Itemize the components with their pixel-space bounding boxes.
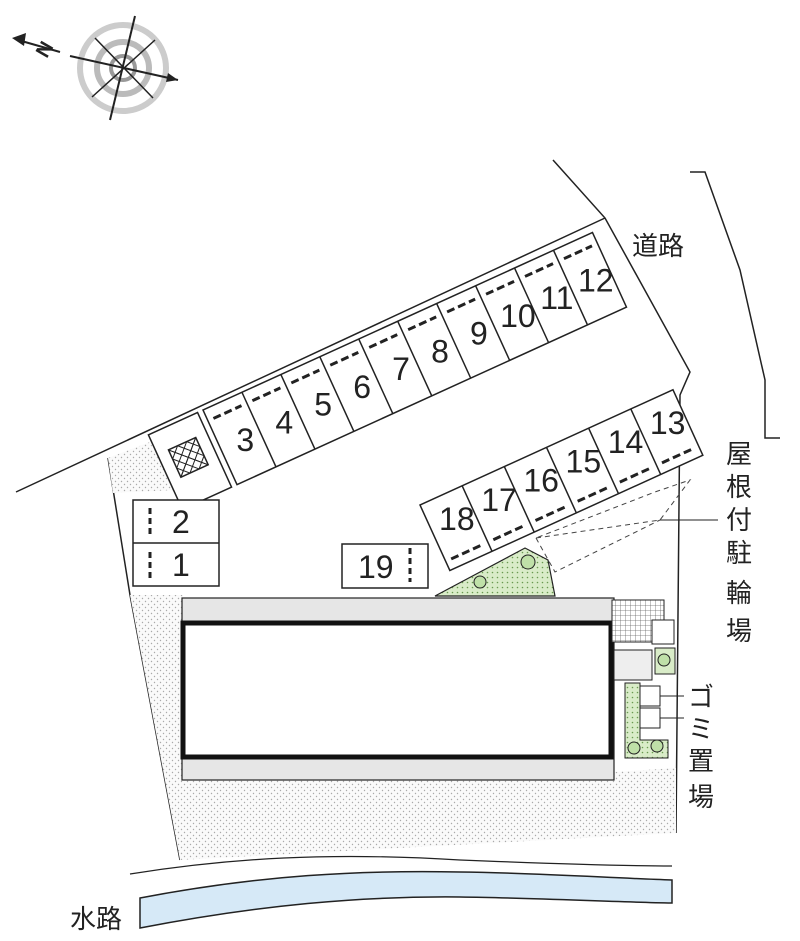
north-arrow: N <box>12 33 61 62</box>
parking-left: 2 1 <box>132 499 220 587</box>
parking-space-18: 18 <box>439 501 475 537</box>
parking-space-17: 17 <box>481 482 517 518</box>
svg-text:付: 付 <box>726 506 752 536</box>
north-label: N <box>32 38 58 62</box>
svg-text:駐: 駐 <box>726 539 752 569</box>
parking-space-7: 7 <box>392 351 410 387</box>
parking-space-13: 13 <box>650 405 686 441</box>
svg-text:ゴ: ゴ <box>688 683 714 713</box>
waterway <box>129 855 673 929</box>
svg-text:根: 根 <box>726 473 752 503</box>
parking-space-11: 11 <box>540 280 573 316</box>
parking-space-15: 15 <box>566 443 602 479</box>
svg-text:ミ: ミ <box>688 715 714 745</box>
drain-grate-icon <box>167 436 210 479</box>
parking-space-9: 9 <box>470 316 488 352</box>
parking-space-8: 8 <box>431 333 449 369</box>
bike-parking-roof <box>535 479 718 573</box>
parking-space-14: 14 <box>608 424 644 460</box>
parking-space-1: 1 <box>172 547 190 583</box>
parking-space-10: 10 <box>500 298 536 334</box>
parking-space-6: 6 <box>353 369 371 405</box>
svg-text:屋: 屋 <box>726 440 752 470</box>
parking-space-16: 16 <box>523 463 559 499</box>
building <box>180 597 676 781</box>
parking-space-5: 5 <box>314 387 332 423</box>
parking-space-19: 19 <box>358 549 394 585</box>
bike-parking-label: 屋 根 付 駐 輪 場 <box>726 440 752 647</box>
svg-text:輪: 輪 <box>726 579 752 609</box>
parking-space-4: 4 <box>275 404 293 440</box>
road-label: 道路 <box>632 232 684 262</box>
waterway-label: 水路 <box>70 905 122 935</box>
garbage-area <box>624 682 684 759</box>
svg-text:場: 場 <box>688 783 714 813</box>
ground-area <box>130 595 676 860</box>
parking-space-19-box: 19 <box>341 543 429 589</box>
svg-text:置: 置 <box>688 747 714 777</box>
ground-area <box>108 442 175 493</box>
compass-rose-icon <box>69 15 179 121</box>
parking-space-2: 2 <box>172 504 190 540</box>
planting-strip <box>434 547 556 597</box>
parking-space-12: 12 <box>578 262 614 298</box>
svg-text:場: 場 <box>726 617 752 647</box>
parking-space-3: 3 <box>236 422 254 458</box>
